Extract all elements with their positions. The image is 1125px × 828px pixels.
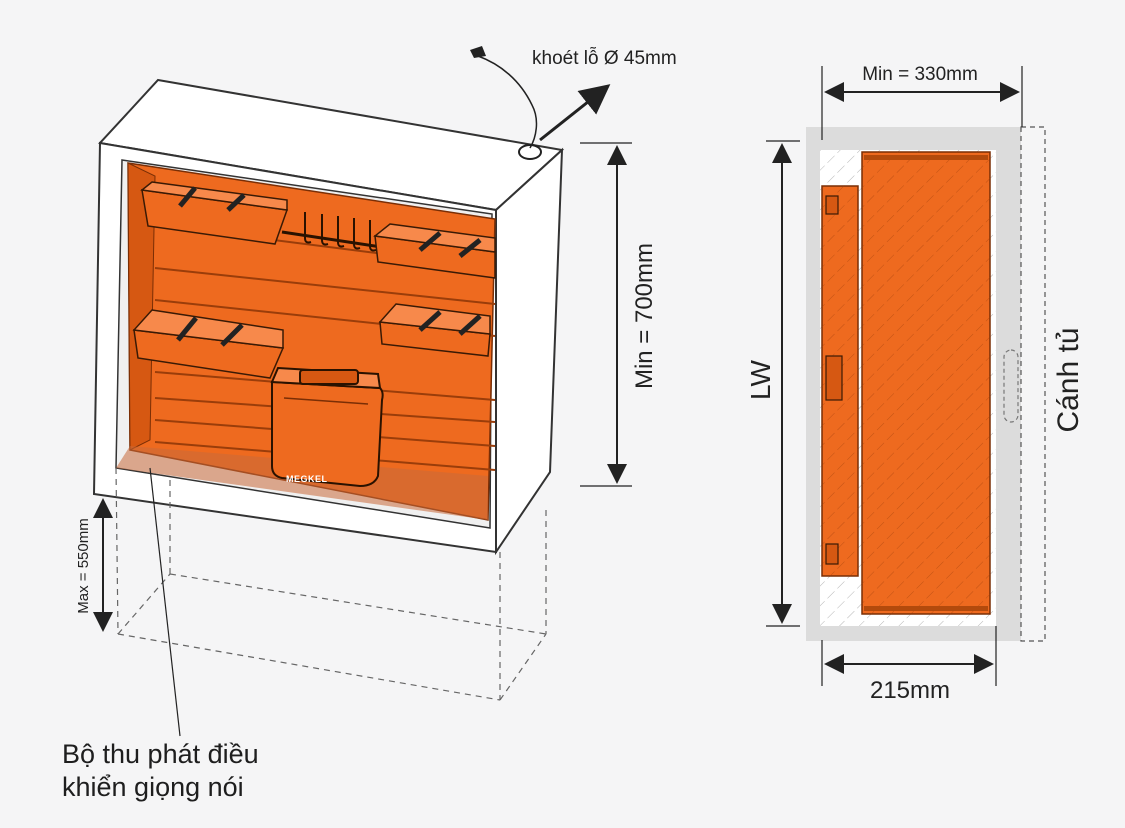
label-min-700: Min = 700mm [631,243,658,389]
basket-top-left [140,181,289,245]
caption: Bộ thu phát điều khiển giọng nói [62,738,259,804]
cable-icon [477,55,538,149]
label-215: 215mm [870,677,950,704]
label-hole: khoét lỗ Ø 45mm [532,48,677,69]
basket-middle-left [132,309,285,379]
cabinet-floor [116,446,488,520]
door-handle [1003,349,1019,423]
caption-line-1: Bộ thu phát điều [62,739,259,769]
hole-arrow [539,84,611,142]
circle-hole-icon [518,144,542,160]
hook-icon [281,212,389,252]
brand-mark: MEGKEL [286,474,328,484]
cabinet-perspective: Min = 700mm Max = 550mm [75,46,658,737]
label-max-550: Max = 550mm [75,518,92,613]
label-lw: LW [745,359,776,399]
ghost-volume [115,467,547,701]
basket-top-right [373,223,496,279]
label-min-330: Min = 330mm [862,64,978,85]
rounded-box-icon [270,366,384,488]
orange-inner-side [127,162,156,451]
caption-pointer [149,467,181,737]
label-door: Cánh tủ [1052,327,1085,432]
caption-line-2: khiển giọng nói [62,772,244,802]
top-view: Min = 330mm LW Cánh tủ 215mm [745,64,1085,704]
cabinet-door-outline [1020,126,1046,642]
basket-middle-right [378,303,491,357]
cabinet-side-panel [495,147,564,556]
